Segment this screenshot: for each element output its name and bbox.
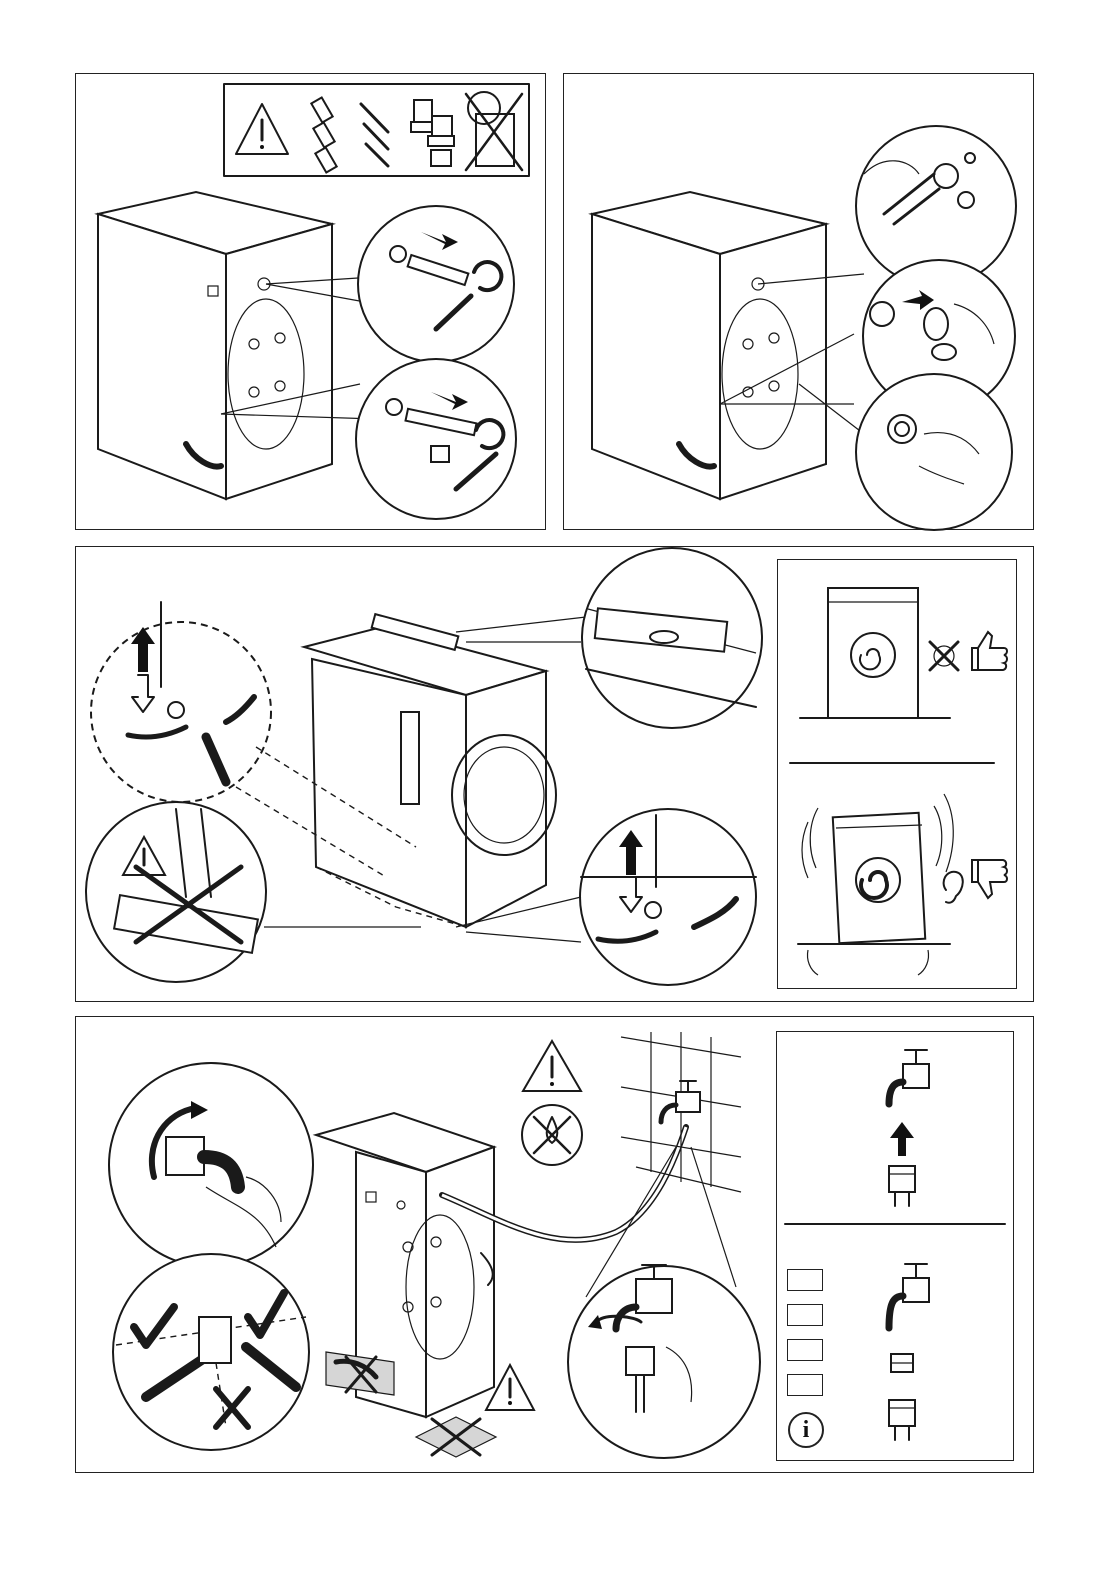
- option-box: [787, 1374, 823, 1396]
- noise-ear-icon: [944, 872, 963, 903]
- thumbs-up-icon: [972, 632, 1007, 670]
- detail-circle-tighten: [109, 1063, 313, 1267]
- warning-triangle-icon: [523, 1041, 581, 1091]
- tap-connection-illustration: [777, 1032, 1015, 1462]
- detail-circle-screw-tap: [568, 1147, 760, 1458]
- washer-rear-view: [592, 192, 826, 499]
- option-box: [787, 1339, 823, 1361]
- panel-inlet-hose: i: [75, 1016, 1034, 1473]
- thumbs-down-icon: [972, 860, 1007, 898]
- detail-circle-hose-angle: [113, 1254, 309, 1450]
- panel-insert-caps: [563, 73, 1034, 530]
- vibration-notes-illustration: [778, 560, 1018, 990]
- info-icon: i: [788, 1412, 824, 1448]
- recycle-bin-crossed-icon: [466, 92, 522, 170]
- tap-connection-box: i: [776, 1031, 1014, 1461]
- detail-circle-press: [799, 374, 1012, 530]
- insert-caps-illustration: [564, 74, 1035, 531]
- washer-front-view: [304, 614, 556, 927]
- option-box: [787, 1304, 823, 1326]
- adapter-icon: [891, 1354, 913, 1372]
- arrow-up-icon: [890, 1122, 914, 1156]
- no-noise-crossed-icon: [930, 642, 958, 670]
- warning-triangle-icon: [236, 104, 288, 154]
- no-leak-crossed-icon: [522, 1105, 582, 1165]
- option-box: [787, 1269, 823, 1291]
- plastic-plug-icon: [311, 97, 336, 172]
- spacer-icon: [411, 100, 454, 166]
- hose-connector-icon: [889, 1400, 915, 1440]
- hose-connector-icon: [889, 1166, 915, 1206]
- tap-icon: [889, 1050, 929, 1104]
- washer-rear-view: [98, 192, 332, 499]
- transit-bolts-illustration: [76, 74, 547, 531]
- washer-vibrating: [798, 794, 953, 975]
- washer-rear-view: [316, 1113, 494, 1417]
- vibration-notes-box: [777, 559, 1017, 989]
- washer-stable: [800, 588, 950, 718]
- panel-level-appliance: [75, 546, 1034, 1002]
- panel-transit-bolts: [75, 73, 546, 530]
- tap-icon: [889, 1264, 929, 1328]
- bolt-icon: [361, 104, 388, 166]
- no-leak-floor-crossed-icon: [416, 1417, 496, 1457]
